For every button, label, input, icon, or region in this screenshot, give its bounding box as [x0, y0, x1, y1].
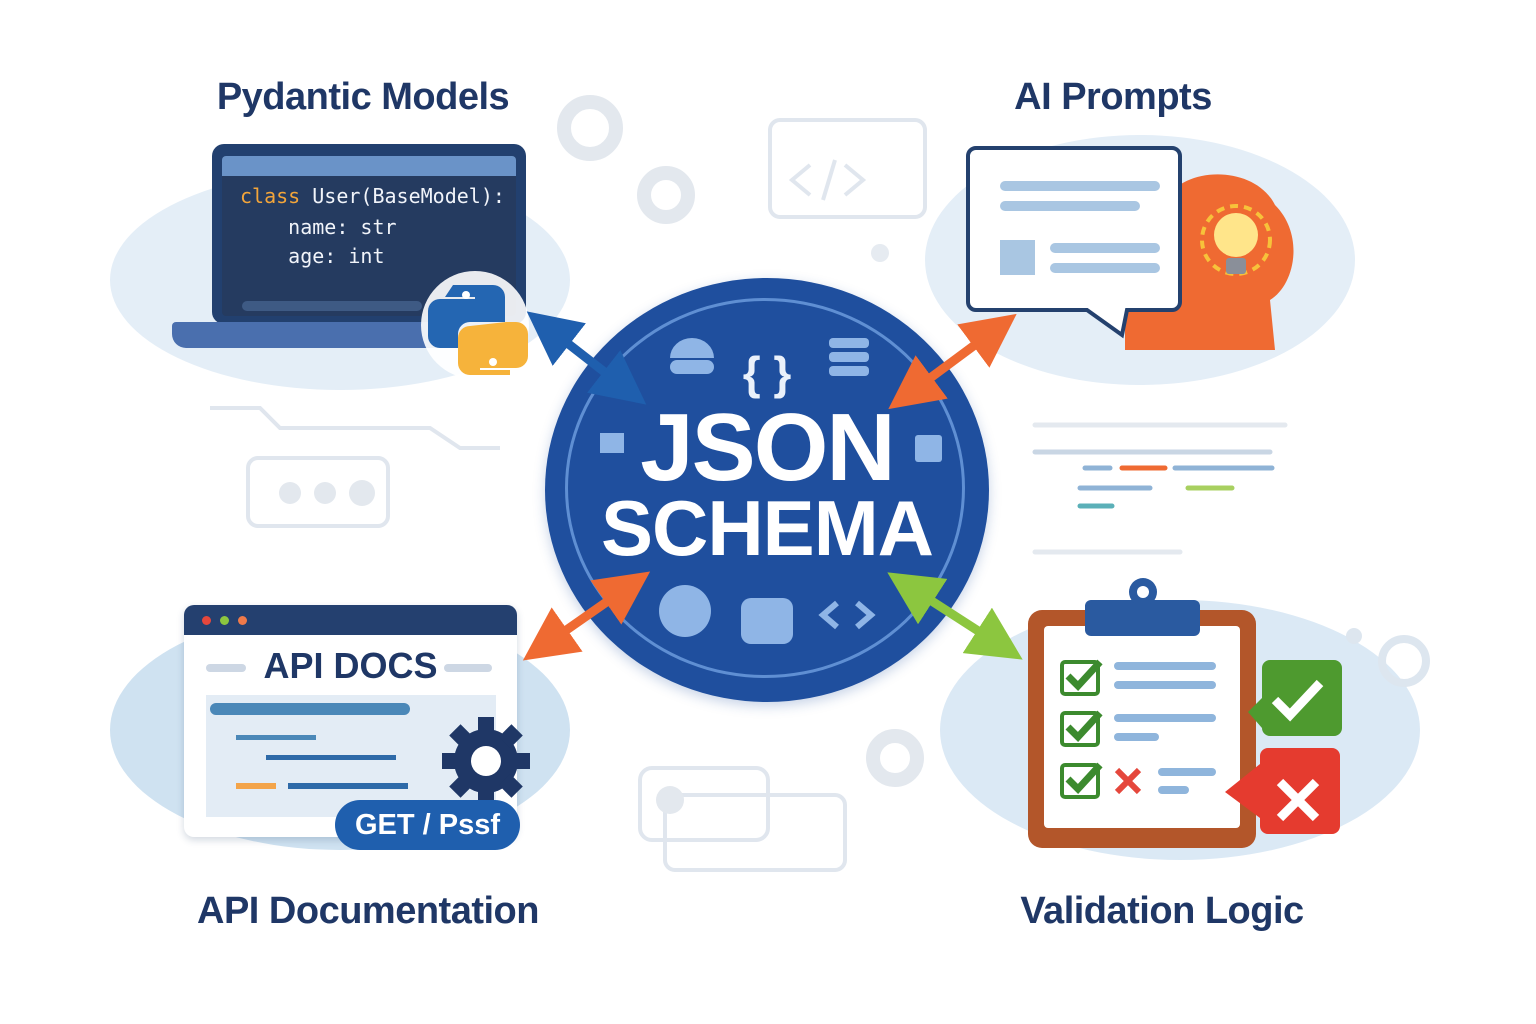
title-pydantic-models: Pydantic Models: [216, 76, 510, 118]
code-line-1: class User(BaseModel):: [240, 184, 505, 208]
database-icon: [829, 338, 869, 348]
arrow-api-docs: [522, 571, 651, 661]
minimize-dot-icon: [220, 616, 229, 625]
speech-bubble: [966, 146, 1182, 339]
pie-icon: [670, 338, 714, 358]
schema-label: SCHEMA: [600, 484, 934, 572]
validation-clipboard: [1028, 578, 1342, 848]
code-line-3: age: int: [240, 244, 385, 268]
ai-prompt-illustration: [966, 146, 1294, 350]
curly-braces-icon: { }: [742, 347, 792, 399]
code-tag-icon: [768, 118, 927, 219]
arrow-ai-prompts: [888, 313, 1017, 410]
title-api-documentation: API Documentation: [197, 890, 539, 932]
gear-icon: [557, 95, 924, 787]
code-line-2: name: str: [240, 215, 397, 239]
stack-icon: [741, 598, 793, 644]
check-badge-icon: [1248, 660, 1342, 736]
api-docs-window: API DOCS: [184, 605, 517, 837]
json-label: JSON: [640, 394, 895, 501]
checkbox-checked-icon: [1060, 659, 1103, 799]
title-ai-prompts: AI Prompts: [1014, 76, 1212, 118]
close-dot-icon: [202, 616, 211, 625]
code-icon: [818, 600, 876, 630]
python-logo-icon: [421, 271, 529, 379]
x-badge-icon: [1225, 748, 1340, 834]
globe-icon: [659, 585, 711, 637]
lightbulb-icon: [1214, 213, 1258, 257]
maximize-dot-icon: [238, 616, 247, 625]
title-validation-logic: Validation Logic: [1020, 890, 1304, 932]
endpoint-badge: GET / Pssf: [335, 800, 520, 850]
arrow-pydantic: [526, 311, 647, 405]
arrow-validation: [887, 572, 1023, 660]
gear-icon: [442, 717, 530, 805]
api-docs-heading: API DOCS: [263, 645, 438, 686]
